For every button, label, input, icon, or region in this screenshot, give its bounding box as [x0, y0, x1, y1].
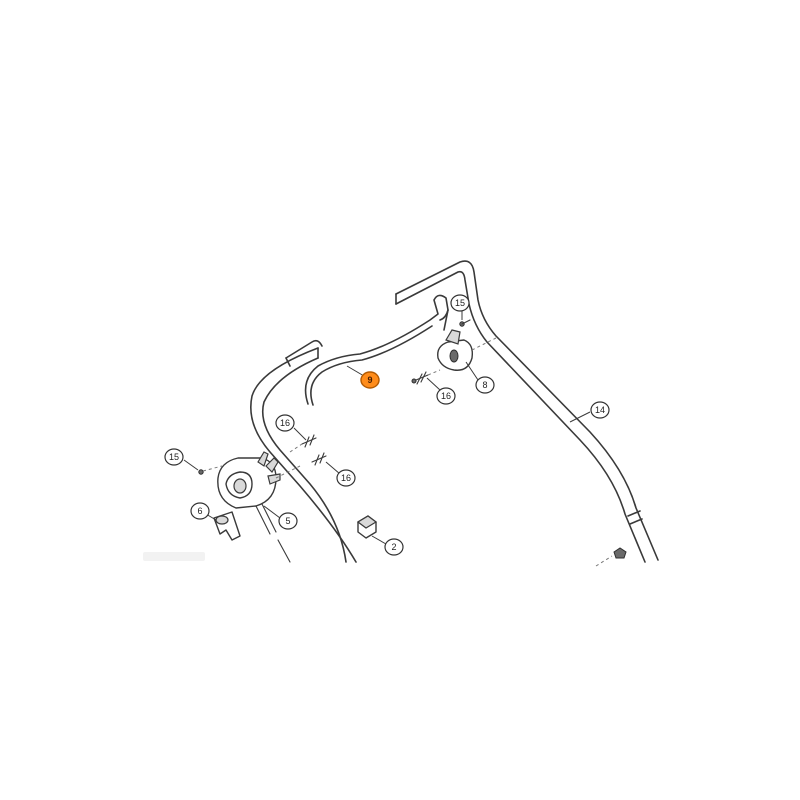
- screw-16-left-a: [289, 434, 317, 453]
- screw-15-upper: [459, 319, 471, 327]
- callout-label: 16: [341, 473, 351, 483]
- callout-label: 5: [285, 516, 290, 526]
- callout-part-15-left[interactable]: 15: [164, 448, 184, 466]
- part-5-lever-assembly: [217, 451, 301, 563]
- part-9-control-bar: [304, 294, 449, 406]
- callout-label: 6: [197, 506, 202, 516]
- callout-label: 8: [482, 380, 487, 390]
- callout-part-16-left-a[interactable]: 16: [275, 414, 295, 432]
- part-6-knob: [213, 511, 241, 541]
- callout-part-16-upper[interactable]: 16: [436, 387, 456, 405]
- callout-label: 15: [455, 298, 465, 308]
- callout-label: 16: [280, 418, 290, 428]
- callout-label: 16: [441, 391, 451, 401]
- callout-part-6[interactable]: 6: [190, 502, 210, 520]
- callout-label: 14: [595, 405, 605, 415]
- leader-lines: [183, 310, 591, 545]
- screw-16-upper: [411, 369, 441, 385]
- screw-15-left: [198, 465, 223, 475]
- callout-label: 2: [391, 542, 396, 552]
- callout-part-15-upper[interactable]: 15: [450, 294, 470, 312]
- callout-label: 15: [169, 452, 179, 462]
- part-2-nut: [356, 515, 378, 539]
- callout-label: 9: [367, 375, 372, 385]
- nut-bottom-right: [595, 547, 627, 567]
- callout-part-8[interactable]: 8: [475, 376, 495, 394]
- callout-part-5[interactable]: 5: [278, 512, 298, 530]
- callout-part-2[interactable]: 2: [384, 538, 404, 556]
- screw-16-left-b: [311, 452, 327, 466]
- callout-part-9[interactable]: 9: [360, 371, 380, 389]
- part-8-bracket: [437, 329, 497, 371]
- handle-frame: [250, 260, 659, 563]
- callout-part-14[interactable]: 14: [590, 401, 610, 419]
- callout-part-16-left-b[interactable]: 16: [336, 469, 356, 487]
- watermark-strip: [143, 552, 205, 561]
